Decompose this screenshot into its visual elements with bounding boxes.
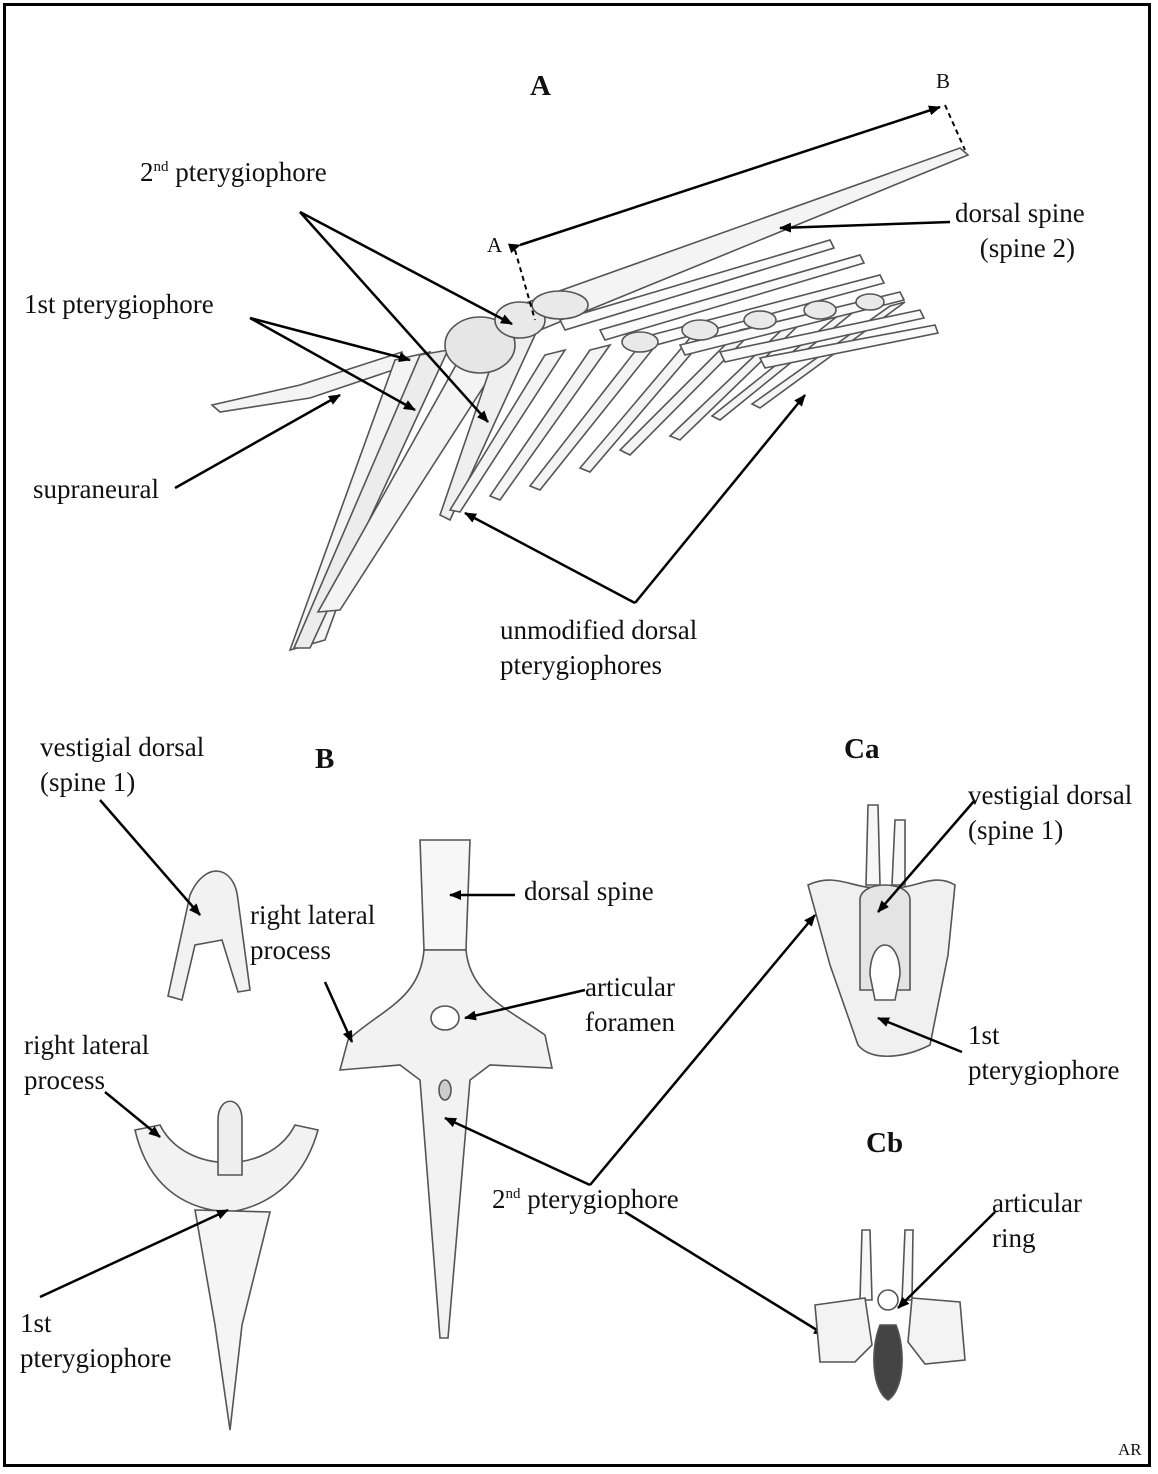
label-right-lateral-process-lower: right lateral process <box>24 1028 149 1097</box>
panel-cb-drawing <box>815 1230 965 1400</box>
label-dorsal-spine-b: dorsal spine <box>524 874 654 909</box>
label-right-lateral-process-b: right lateral process <box>250 898 375 967</box>
panel-a-label: A <box>530 70 551 103</box>
label-vestigial-dorsal-c: vestigial dorsal (spine 1) <box>968 778 1132 847</box>
label-first-pterygiophore-a: 1st pterygiophore <box>24 287 214 322</box>
label-unmodified-pterygiophores: unmodified dorsal pterygiophores <box>500 613 697 682</box>
label-articular-foramen: articular foramen <box>585 970 675 1039</box>
label-second-pterygiophore-b: 2nd pterygiophore <box>492 1182 679 1217</box>
measure-start-label: A <box>487 232 502 259</box>
panel-cb-label: Cb <box>866 1127 903 1160</box>
label-vestigial-dorsal-b: vestigial dorsal (spine 1) <box>40 730 204 799</box>
label-first-pterygiophore-b: 1st pterygiophore <box>20 1306 171 1375</box>
measure-end-label: B <box>936 68 950 95</box>
label-supraneural: supraneural <box>33 472 159 507</box>
panel-b-label: B <box>315 743 334 776</box>
artist-signature: AR <box>1118 1440 1142 1460</box>
label-articular-ring: articular ring <box>992 1186 1082 1255</box>
supraneural-bone <box>212 352 405 412</box>
label-dorsal-spine-a: dorsal spine (spine 2) <box>955 196 1085 265</box>
label-first-pterygiophore-c: 1st pterygiophore <box>968 1018 1119 1087</box>
panel-ca-label: Ca <box>844 733 879 766</box>
label-second-pterygiophore-a: 2nd pterygiophore <box>140 155 327 190</box>
